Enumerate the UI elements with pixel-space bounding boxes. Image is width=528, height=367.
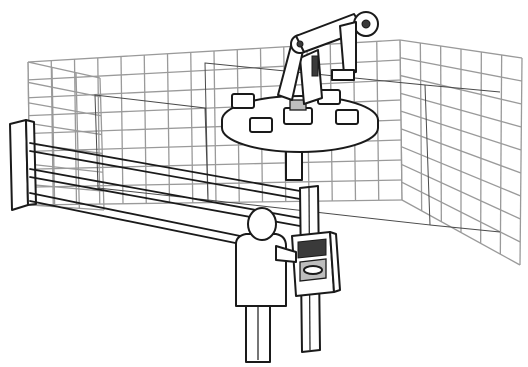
operator-figure-icon: [236, 208, 296, 362]
control-panel-icon: [292, 232, 340, 296]
light-curtain-emitter-icon: [10, 120, 36, 210]
